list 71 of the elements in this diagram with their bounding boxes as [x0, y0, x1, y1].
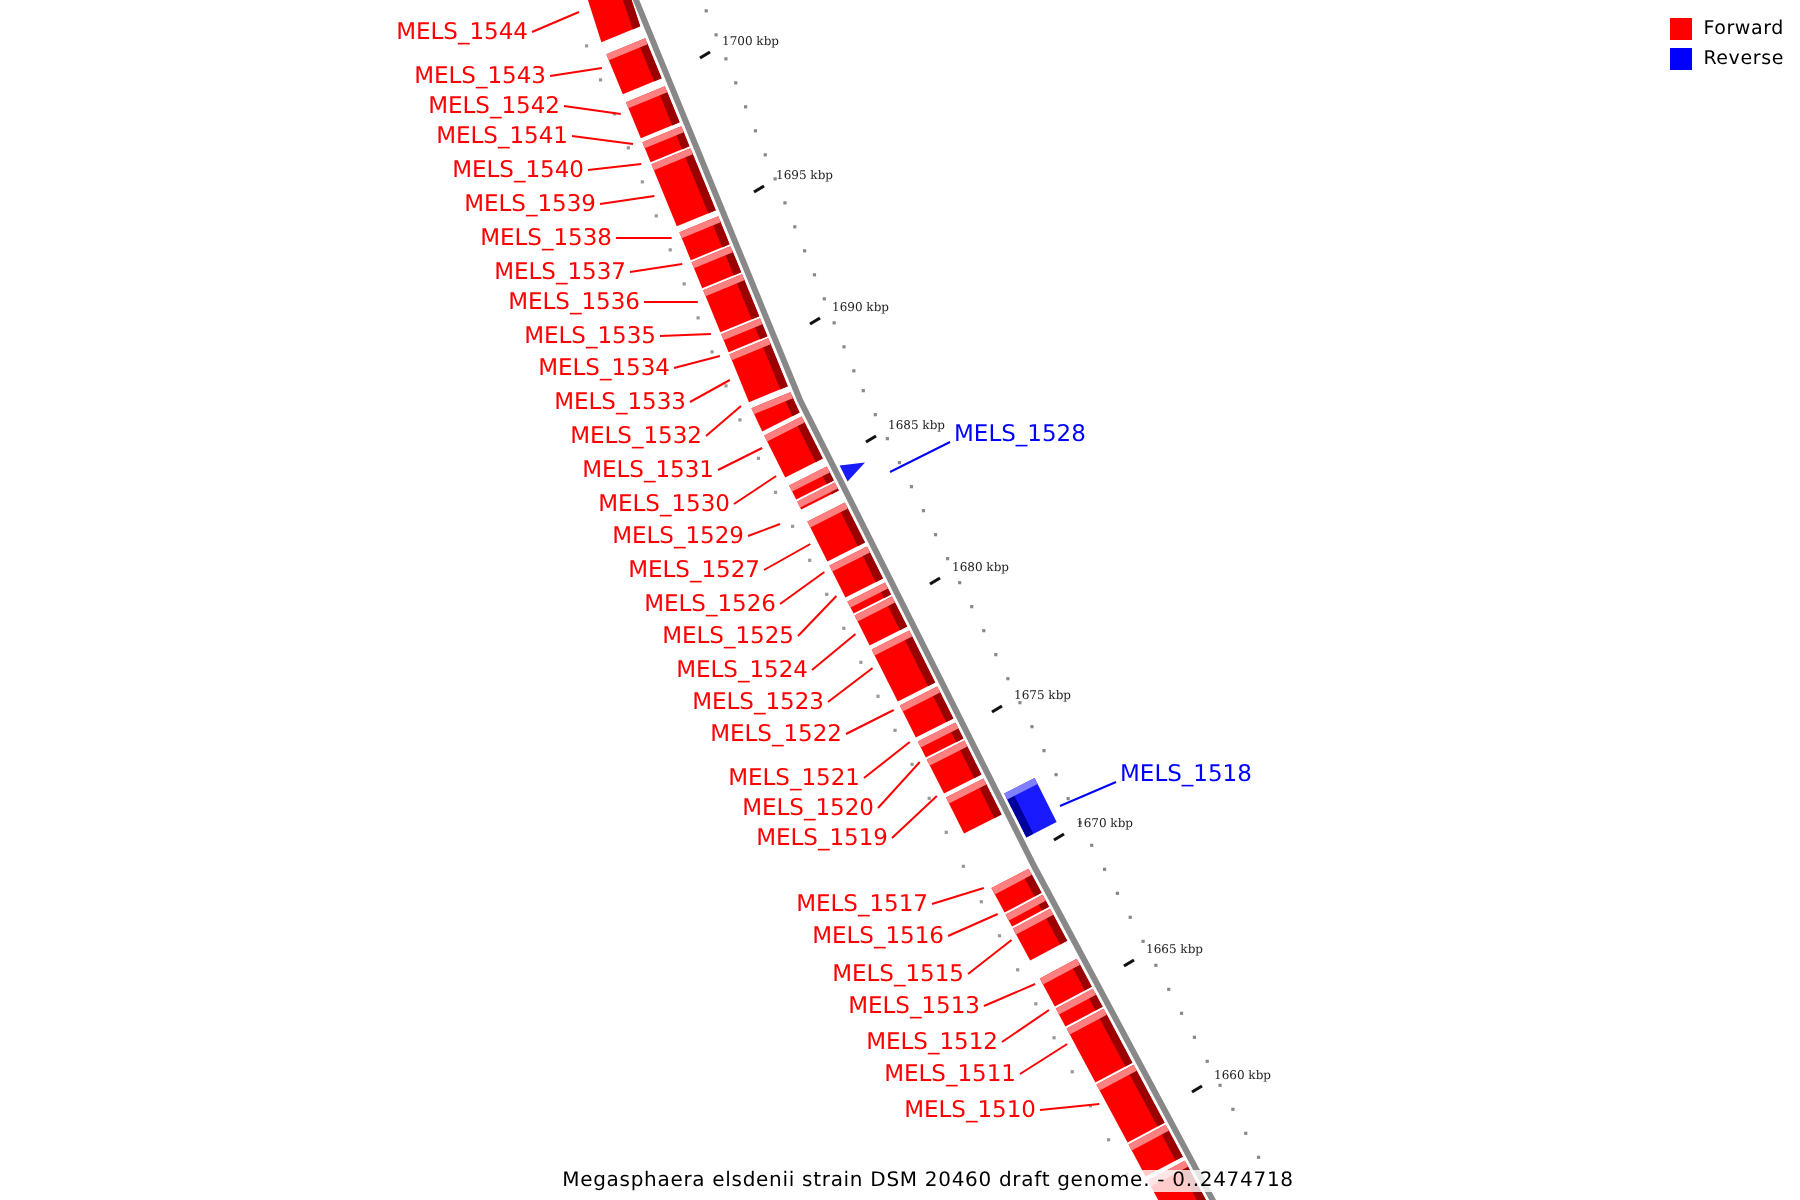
- gene-label: MELS_1541: [436, 123, 568, 149]
- gene-label: MELS_1531: [582, 457, 714, 483]
- leader-line: [1001, 1009, 1050, 1043]
- gene-label: MELS_1520: [742, 795, 874, 821]
- leader-line: [571, 135, 635, 145]
- gene-label: MELS_1523: [692, 689, 824, 715]
- gene-label: MELS_1539: [464, 191, 596, 217]
- leader-line: [947, 913, 999, 937]
- legend-label: Forward: [1703, 18, 1784, 40]
- leader-line: [877, 761, 921, 809]
- leader-line: [983, 983, 1037, 1007]
- leader-line: [659, 333, 712, 337]
- leader-line: [891, 795, 938, 839]
- gene-label: MELS_1526: [644, 591, 776, 617]
- leader-line: [717, 447, 764, 471]
- gene-label: MELS_1529: [612, 523, 744, 549]
- gene-label: MELS_1543: [414, 63, 546, 89]
- leader-line: [827, 667, 874, 703]
- leader-line: [689, 379, 731, 403]
- leader-line: [747, 523, 781, 537]
- gene-label: MELS_1527: [628, 557, 760, 583]
- leader-line: [643, 301, 699, 303]
- gene-label: MELS_1542: [428, 93, 560, 119]
- gene-label: MELS_1522: [710, 721, 842, 747]
- gene-label: MELS_1518: [1120, 761, 1252, 787]
- leader-line: [797, 595, 838, 637]
- caption: Megasphaera elsdenii strain DSM 20460 draft genome. - 0..2474718: [558, 1170, 1298, 1192]
- leader-line: [1019, 1043, 1069, 1075]
- leader-line: [587, 163, 643, 171]
- gene-label: MELS_1519: [756, 825, 888, 851]
- gene-label: MELS_1533: [554, 389, 686, 415]
- gene-label: MELS_1538: [480, 225, 612, 251]
- leader-line: [763, 543, 812, 571]
- gene-label: MELS_1516: [812, 923, 944, 949]
- gene-label: MELS_1515: [832, 961, 964, 987]
- leader-line: [673, 355, 721, 369]
- gene-label: MELS_1537: [494, 259, 626, 285]
- gene-label: MELS_1510: [904, 1097, 1036, 1123]
- gene-label: MELS_1521: [728, 765, 860, 791]
- gene-label: MELS_1511: [884, 1061, 1016, 1087]
- leader-line: [549, 67, 603, 77]
- leader-line: [1059, 781, 1117, 807]
- leader-line: [563, 105, 622, 115]
- gene-label: MELS_1536: [508, 289, 640, 315]
- legend-label: Reverse: [1703, 48, 1784, 70]
- gene-label: MELS_1524: [676, 657, 808, 683]
- leader-line: [629, 263, 684, 273]
- leader-line: [967, 939, 1013, 975]
- leader-line: [1039, 1103, 1101, 1111]
- leader-line: [845, 709, 895, 735]
- gene-label: MELS_1513: [848, 993, 980, 1019]
- gene-label: MELS_1530: [598, 491, 730, 517]
- gene-label: MELS_1517: [796, 891, 928, 917]
- leader-line: [733, 475, 778, 505]
- leader-line: [599, 195, 656, 205]
- leader-line: [931, 887, 985, 905]
- gene-label: MELS_1535: [524, 323, 656, 349]
- leader-line: [705, 405, 742, 437]
- gene-label: MELS_1528: [954, 421, 1086, 447]
- gene-label: MELS_1525: [662, 623, 794, 649]
- gene-label: MELS_1532: [570, 423, 702, 449]
- leader-line: [811, 633, 857, 671]
- gene-label: MELS_1540: [452, 157, 584, 183]
- leader-line: [889, 441, 951, 473]
- leader-line: [531, 11, 580, 33]
- leader-line: [615, 237, 673, 239]
- leader-line: [779, 571, 826, 605]
- leader-line: [863, 741, 911, 779]
- gene-label: MELS_1544: [396, 19, 528, 45]
- gene-label: MELS_1534: [538, 355, 670, 381]
- gene-label: MELS_1512: [866, 1029, 998, 1055]
